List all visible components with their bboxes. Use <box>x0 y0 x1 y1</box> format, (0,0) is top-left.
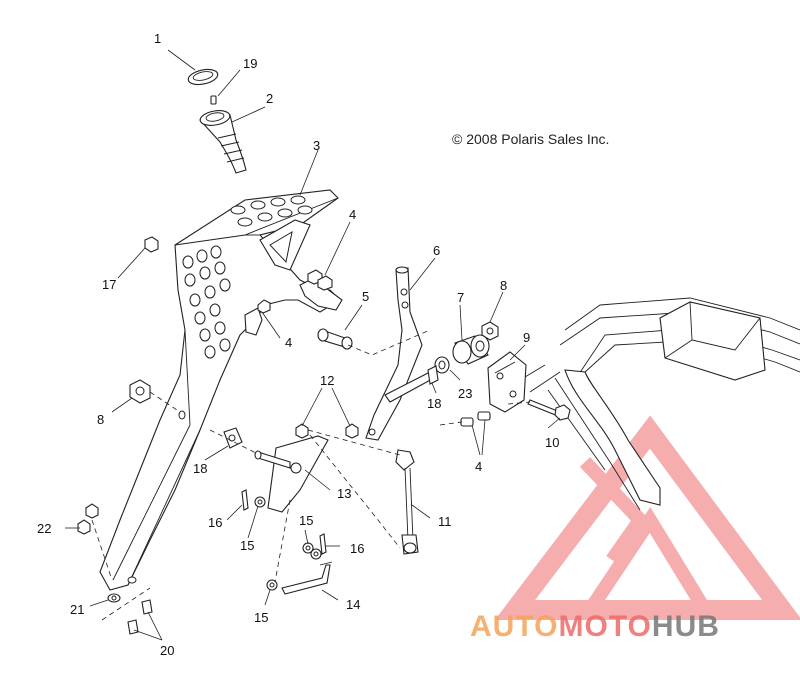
callout-4-mid: 4 <box>285 335 292 350</box>
callout-23: 23 <box>458 386 472 401</box>
callout-11: 11 <box>438 514 452 529</box>
callout-7: 7 <box>457 290 464 305</box>
callout-3: 3 <box>313 138 320 153</box>
callout-15-top: 15 <box>299 513 313 528</box>
part-21-washer <box>107 593 121 603</box>
callout-4-bottom: 4 <box>475 459 482 474</box>
part-22-nuts <box>77 503 99 535</box>
callout-22: 22 <box>37 521 51 536</box>
callout-14: 14 <box>346 597 360 612</box>
part-17-nut <box>144 236 159 253</box>
part-9-bracket <box>487 351 527 413</box>
part-18-clip <box>223 365 439 449</box>
callout-16-right: 16 <box>350 541 364 556</box>
callout-10: 10 <box>545 435 559 450</box>
callout-18-left: 18 <box>193 461 207 476</box>
callout-19: 19 <box>243 56 257 71</box>
part-13-plate <box>254 435 329 513</box>
callout-1: 1 <box>154 31 161 46</box>
callout-21: 21 <box>70 602 84 617</box>
callout-16-left: 16 <box>208 515 222 530</box>
part-2-knob <box>199 110 247 174</box>
callout-8-right: 8 <box>500 278 507 293</box>
callout-12: 12 <box>320 373 334 388</box>
part-3-console <box>99 189 343 591</box>
callout-8-left: 8 <box>97 412 104 427</box>
part-15-washers <box>254 496 322 591</box>
part-6-lever <box>365 266 435 441</box>
callout-15-mid: 15 <box>240 538 254 553</box>
svg-text:AUTOMOTOHUB: AUTOMOTOHUB <box>470 610 720 643</box>
part-19-pin <box>210 95 217 105</box>
part-8-nut-left <box>129 379 151 404</box>
leader-lines <box>65 49 561 641</box>
callout-20: 20 <box>160 643 174 658</box>
part-8-nut-right <box>481 321 499 341</box>
part-4-bolts <box>257 269 491 427</box>
part-7-bushing <box>452 334 490 365</box>
part-23-washer <box>434 356 450 374</box>
watermark-text: AUTOMOTOHUB <box>470 610 720 643</box>
part-14-rod <box>281 561 333 595</box>
part-5-spacer <box>317 328 353 350</box>
part-11-rod <box>395 449 419 555</box>
callout-9: 9 <box>523 330 530 345</box>
callout-18-right: 18 <box>427 396 441 411</box>
part-12-nuts <box>295 423 359 439</box>
part-10-bolt <box>527 399 571 421</box>
callout-5: 5 <box>362 289 369 304</box>
watermark-logo <box>494 415 800 620</box>
callout-2: 2 <box>266 91 273 106</box>
part-1-cap <box>187 68 219 86</box>
callout-labels: 1 19 2 3 4 17 4 6 5 7 8 9 8 12 18 23 10 … <box>37 31 559 658</box>
part-20-bolts <box>127 599 153 635</box>
watermark-part-auto: AUTO <box>470 610 558 643</box>
watermark-part-moto: MOTO <box>558 610 651 643</box>
callout-17: 17 <box>102 277 116 292</box>
callout-15-bottom: 15 <box>254 610 268 625</box>
callout-6: 6 <box>433 243 440 258</box>
callout-13: 13 <box>337 486 351 501</box>
callout-4-top: 4 <box>349 207 356 222</box>
copyright-text: © 2008 Polaris Sales Inc. <box>452 131 609 147</box>
frame-tube <box>519 297 800 511</box>
part-16-pins <box>241 489 327 555</box>
watermark-part-hub: HUB <box>652 610 720 643</box>
